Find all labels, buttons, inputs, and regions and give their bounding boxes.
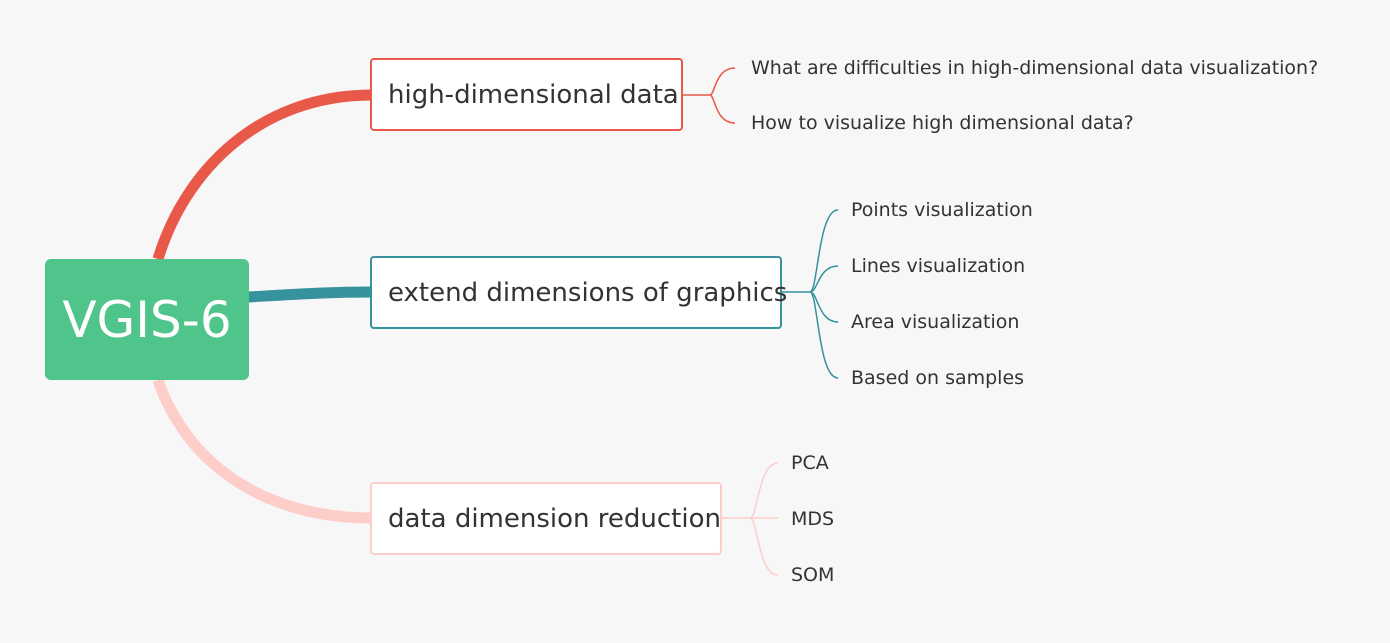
leaf-difficulties[interactable]: What are difficulties in high-dimensiona… — [751, 57, 1319, 79]
leaf-pca[interactable]: PCA — [791, 452, 829, 474]
branch-high-dimensional-data[interactable]: high-dimensional data — [370, 58, 683, 131]
connector-branch-2 — [247, 286, 373, 303]
branch-dimension-reduction[interactable]: data dimension reduction — [370, 482, 722, 555]
leaf-based-on-samples[interactable]: Based on samples — [851, 367, 1025, 389]
connector-group-2 — [782, 209, 839, 379]
branch-extend-dimensions[interactable]: extend dimensions of graphics — [370, 256, 787, 329]
connector-branch-1 — [152, 89, 373, 261]
central-topic[interactable]: VGIS-6 — [45, 259, 249, 380]
leaf-area-visualization[interactable]: Area visualization — [851, 311, 1020, 333]
leaf-mds[interactable]: MDS — [791, 508, 835, 530]
leaf-how-to-visualize[interactable]: How to visualize high dimensional data? — [751, 112, 1134, 134]
connector-branch-3 — [152, 378, 373, 524]
leaf-points-visualization[interactable]: Points visualization — [851, 199, 1033, 221]
connector-group-1 — [683, 67, 736, 124]
leaf-lines-visualization[interactable]: Lines visualization — [851, 255, 1026, 277]
leaf-som[interactable]: SOM — [791, 564, 835, 586]
connector-group-3 — [722, 462, 779, 576]
